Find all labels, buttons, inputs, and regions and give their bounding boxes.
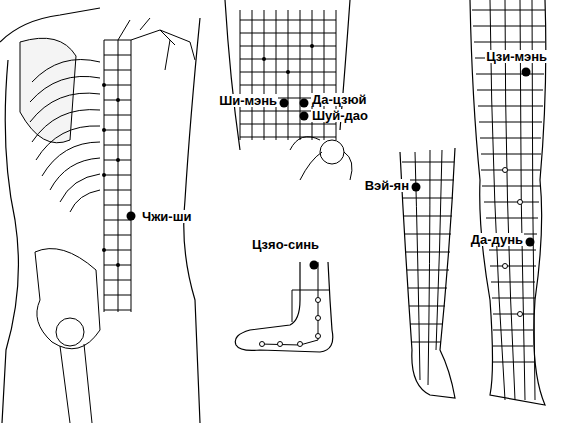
point-label: Да-цзюй [311, 93, 368, 106]
point-label: Чжи-ши [141, 210, 193, 223]
point-label: Цзяо-синь [251, 238, 320, 251]
point-label: Ши-мэнь [218, 94, 278, 107]
point-label: Вэй-ян [364, 179, 410, 192]
point-label: Цзи-мэнь [485, 50, 548, 63]
foot-figure [235, 261, 333, 353]
point-label: Да-дунь [470, 233, 524, 246]
point-label: Шуй-дао [311, 109, 369, 122]
abdomen-figure [225, 0, 352, 180]
back-figure [0, 8, 200, 423]
